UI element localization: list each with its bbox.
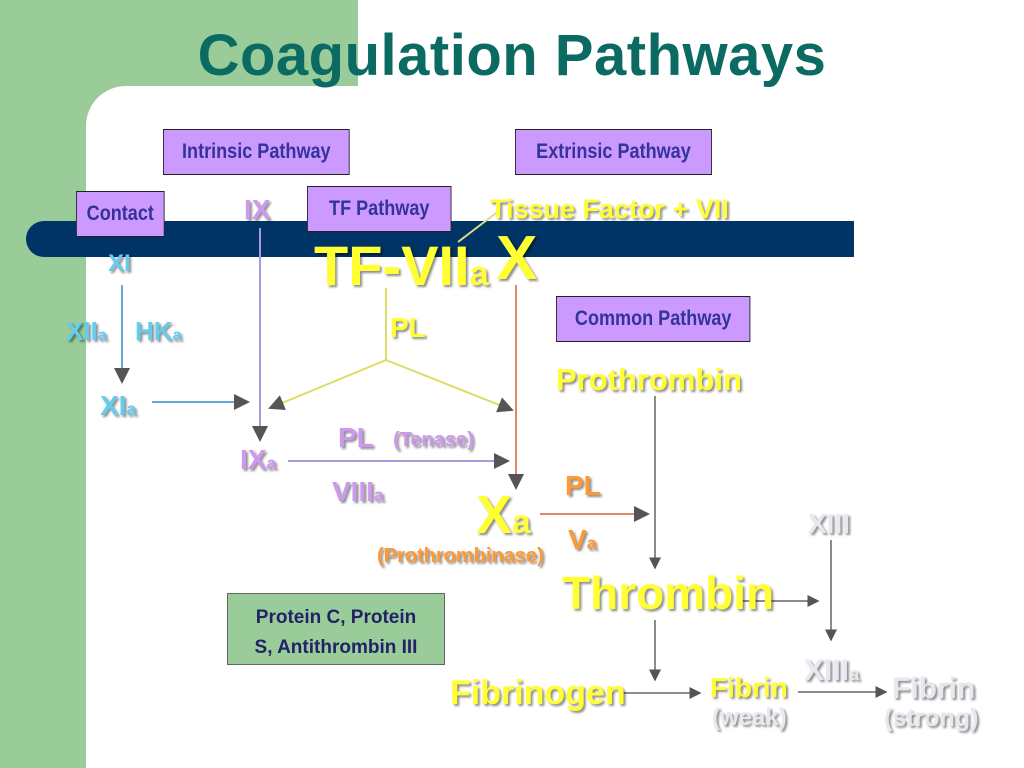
factor-xiii: XIII <box>808 508 851 539</box>
factor-xiia: XIIa <box>66 316 107 346</box>
tissue-factor-vii: Tissue Factor + VII <box>490 194 729 224</box>
factor-x: X <box>496 224 538 293</box>
intrinsic-pathway-box: Intrinsic Pathway <box>163 129 350 175</box>
extrinsic-pathway-box: Extrinsic Pathway <box>515 129 712 175</box>
fibrin-strong: Fibrin <box>892 672 976 705</box>
contact-label: Contact <box>86 202 154 225</box>
inhibitors-line-1: Protein C, Protein <box>255 607 417 628</box>
factor-xia: XIa <box>100 390 137 421</box>
pl-top: PL <box>390 312 426 343</box>
tf-viia: TF-VIIa <box>314 234 489 297</box>
common-pathway-box: Common Pathway <box>556 296 751 342</box>
inhibitors-box: Protein C, Protein S, Antithrombin III <box>227 593 445 665</box>
intrinsic-pathway-label: Intrinsic Pathway <box>182 140 331 163</box>
fibrin-weak-note: (weak) <box>712 704 787 731</box>
factor-hka: HKa <box>135 316 182 346</box>
thrombin: Thrombin <box>562 567 775 619</box>
factor-va: Va <box>568 524 597 555</box>
factor-ix: IX <box>244 194 271 225</box>
factor-xa: Xa <box>476 485 531 545</box>
tf-pathway-label: TF Pathway <box>329 197 430 220</box>
inhibitors-line-2: S, Antithrombin III <box>254 637 418 658</box>
factor-viiia: VIIIa <box>332 476 384 507</box>
pl-prothrombinase: PL <box>565 470 601 501</box>
prothrombinase-label: (Prothrombinase) <box>377 545 544 567</box>
prothrombin: Prothrombin <box>556 362 742 397</box>
fibrin-weak: Fibrin <box>710 672 788 703</box>
factor-xi: XI <box>108 250 131 277</box>
factor-xiiia: XIIIa <box>804 654 860 687</box>
line-tf-to-tfviia <box>457 209 501 243</box>
arrow-pl-right <box>385 359 514 413</box>
tenase-label: (Tenase) <box>393 429 474 451</box>
pl-tenase: PL <box>338 422 374 453</box>
page-title: Coagulation Pathways <box>197 23 827 88</box>
fibrinogen: Fibrinogen <box>450 674 626 712</box>
factor-ixa: IXa <box>240 444 277 475</box>
arrow-pl-left <box>268 359 387 411</box>
tf-pathway-box: TF Pathway <box>307 186 452 232</box>
common-pathway-label: Common Pathway <box>574 307 732 330</box>
contact-box: Contact <box>76 191 165 237</box>
fibrin-strong-note: (strong) <box>884 704 979 732</box>
extrinsic-pathway-label: Extrinsic Pathway <box>536 140 691 163</box>
